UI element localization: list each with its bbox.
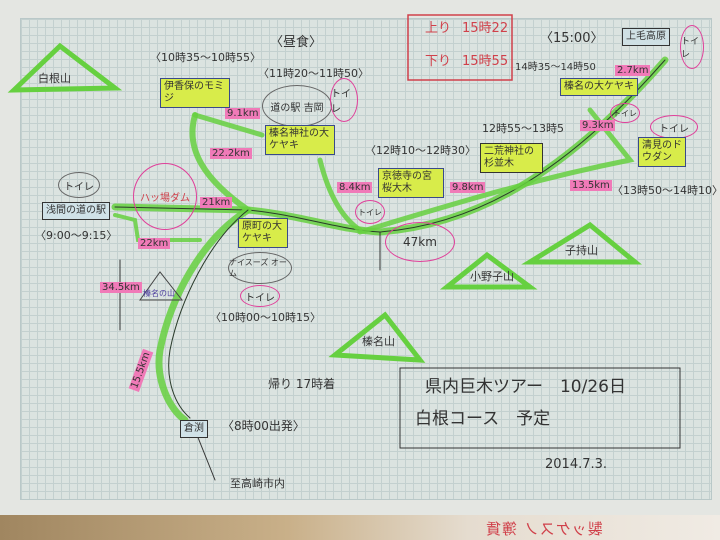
mountain-label-haruna: 榛名山 <box>362 335 395 348</box>
momiji-time: 〈10時35〜10時55〉 <box>150 51 261 64</box>
to-takasaki: 至高崎市内 <box>230 477 285 490</box>
mountain-haruna <box>328 311 426 363</box>
haramachi-time: 〈10時00〜10時15〉 <box>210 311 321 324</box>
depart-time: 〈8時00出発〉 <box>222 419 305 433</box>
distance: 22km <box>138 238 171 249</box>
lunch-time: 〈11時20〜11時50〉 <box>258 67 369 80</box>
yamba-dam: ハッ場ダム <box>133 163 197 230</box>
haruna-tree-time: 14時35〜14時50 <box>515 62 596 73</box>
mountain-onoko <box>439 251 538 290</box>
route-east <box>357 107 635 235</box>
futara-time: 12時55〜13時5 <box>482 122 564 135</box>
route-lunch <box>192 112 265 138</box>
station-arrive-time: 〈15:00〉 <box>540 31 604 46</box>
stop-futara: 二荒神社の杉並木 <box>480 143 543 173</box>
stop-haramachi: 原町の大ケヤキ <box>238 218 288 248</box>
distance: 9.3km <box>580 120 616 131</box>
lunch-label: 〈昼食〉 <box>270 35 323 50</box>
train-box <box>407 14 513 81</box>
mountain-label-small: 榛名の山 <box>143 289 175 298</box>
distance: 9.8km <box>450 182 486 193</box>
mountain-small <box>139 271 184 301</box>
graph-paper-grid <box>20 18 712 500</box>
distance-47: 47km <box>385 222 455 262</box>
mountain-label-komochi: 子持山 <box>565 244 598 257</box>
stop-asama: 浅間の道の駅 <box>42 202 110 220</box>
toilet-kiyomi: トイレ <box>650 115 698 139</box>
distance: 13.5km <box>570 180 612 191</box>
desk-surface <box>0 515 720 540</box>
distance: 21km <box>200 197 233 208</box>
distance: 2.7km <box>615 65 651 76</box>
return-time: 帰り 17時着 <box>268 377 336 391</box>
stop-kurabuchi: 倉渕 <box>180 420 208 438</box>
distance: 8.4km <box>337 182 373 193</box>
stop-temple: 京徳寺の宮桜大木 <box>378 168 444 198</box>
toilet-temple: トイレ <box>355 200 385 224</box>
stop-kiyomi: 清見のドウダン <box>638 137 686 167</box>
title-line1: 県内巨木ツアー 10/26日 <box>425 377 626 397</box>
train-up-time: 15時22 <box>462 21 509 36</box>
route-momiji <box>189 112 251 213</box>
mountain-label-onoko: 小野子山 <box>470 270 514 283</box>
distance: 34.5km <box>100 282 142 293</box>
stop-jomo-kogen: 上毛高原 <box>622 28 670 46</box>
kiyomi-time: 〈13時50〜14時10〉 <box>612 184 720 197</box>
route-south-ink <box>168 209 249 419</box>
title-box <box>399 367 681 449</box>
toilet-haramachi: トイレ <box>240 285 280 307</box>
toilet-jomo: トイレ <box>680 25 704 69</box>
temple-time: 〈12時10〜12時30〉 <box>365 144 476 157</box>
route-south <box>155 206 252 424</box>
stop-michinoeki: 道の駅 吉岡 <box>262 85 332 127</box>
title-line2: 白根コース 予定 <box>415 409 551 429</box>
distance: 22.2km <box>210 148 252 159</box>
mountain-label-shirane: 白根山 <box>38 72 71 85</box>
road-takasaki <box>194 429 216 481</box>
toilet-lunch: トイレ <box>330 78 358 122</box>
stop-haruna-shrine: 榛名神社の大ケヤキ <box>265 125 335 155</box>
stop-haruna-tree: 榛名の大ケヤキ <box>560 78 638 96</box>
train-down-label: 下り <box>425 54 452 69</box>
date: 2014.7.3. <box>545 457 608 472</box>
train-up-label: 上り <box>425 21 452 36</box>
route-temple <box>317 157 363 233</box>
asama-time: 〈9:00〜9:15〉 <box>35 229 118 242</box>
mountain-shirane <box>7 42 123 93</box>
train-down-time: 15時55 <box>462 54 509 69</box>
toilet-haruna-tree: トイレ <box>610 103 640 123</box>
toilet-asama: トイレ <box>58 172 100 198</box>
nice-oomu: ナイスーズ オーム <box>228 252 292 284</box>
mountain-komochi <box>521 221 642 265</box>
distance: 9.1km <box>225 108 261 119</box>
stop-momiji: 伊香保のモミジ <box>160 78 230 108</box>
